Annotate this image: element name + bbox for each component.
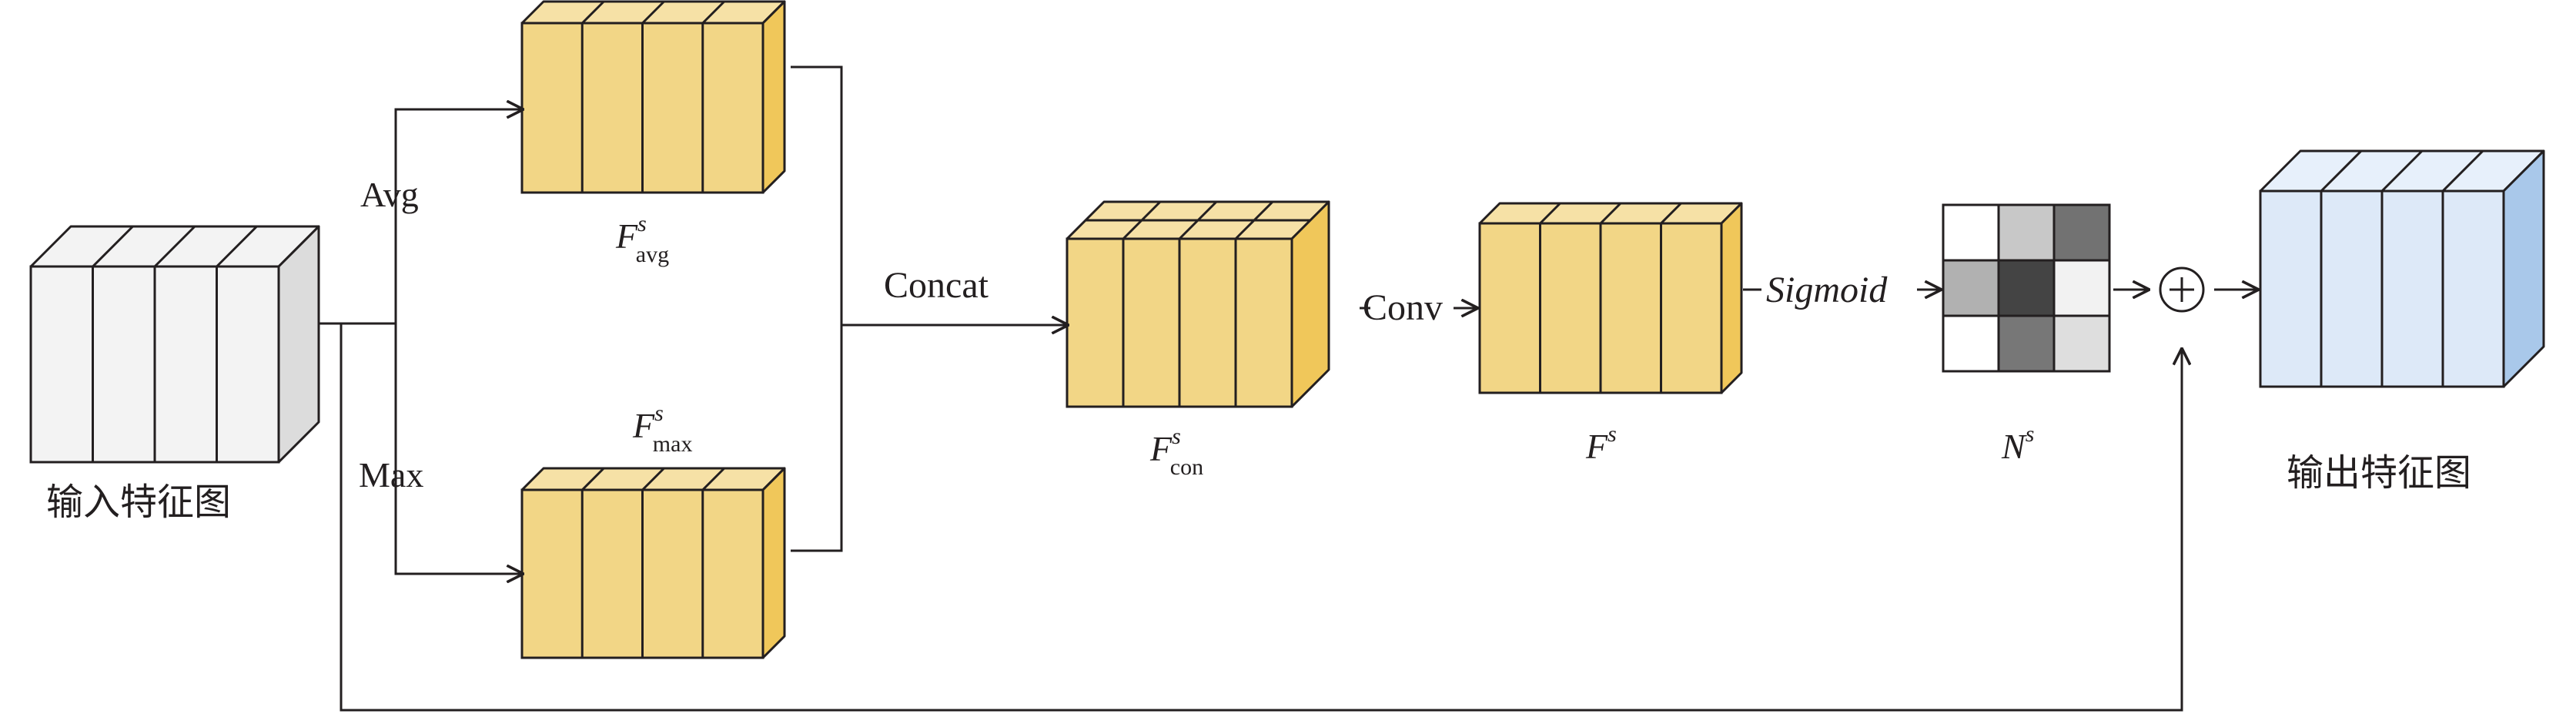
- input-title: 输入特征图: [46, 481, 231, 524]
- block-side-face: [761, 467, 786, 659]
- attention-cell: [1997, 203, 2056, 262]
- attention-cell: [1942, 259, 2000, 317]
- f-s-label: Fs: [1585, 421, 1617, 466]
- attention-cell: [2052, 314, 2111, 373]
- stack-tick: [1299, 220, 1311, 232]
- slice-divider-top: [216, 225, 258, 268]
- stack-tick: [1074, 220, 1086, 232]
- block-side-face: [761, 0, 786, 194]
- attention-cell: [2052, 259, 2111, 317]
- block-side-face: [1290, 200, 1330, 408]
- slice-divider-top: [153, 225, 196, 268]
- input-feature-map: [29, 225, 320, 464]
- max-label: Max: [359, 455, 423, 494]
- concat-label: Concat: [884, 265, 989, 306]
- conv-feature-map: [1478, 202, 1743, 394]
- max-to-concat-line: [791, 325, 843, 552]
- slice-divider-top: [92, 225, 134, 268]
- slice-divider-top: [1539, 202, 1561, 225]
- slice-divider-top: [1660, 202, 1682, 225]
- add-operator: [2159, 266, 2205, 313]
- stack-tick: [1130, 220, 1142, 232]
- avg-branch-arrow: [394, 109, 524, 323]
- slice-divider-top: [701, 467, 725, 491]
- attention-cell: [2052, 203, 2111, 262]
- avg-label: Avg: [360, 175, 419, 214]
- slice-divider-top: [2380, 149, 2424, 193]
- residual-skip-arrow: [340, 323, 2182, 712]
- text-labels: Avg Max Concat Conv Sigmoid 输入特征图 输出特征图 …: [46, 175, 2471, 524]
- output-feature-map: [2259, 149, 2545, 388]
- attention-cell: [1997, 314, 2056, 373]
- slice-divider-top: [2441, 149, 2484, 193]
- slice-divider-top: [641, 0, 665, 25]
- concat-feature-map: [1066, 200, 1330, 408]
- attention-cell: [1942, 203, 2000, 262]
- block-side-face: [2502, 149, 2545, 388]
- slice-divider-top: [581, 0, 605, 25]
- avg-pool-feature-map: [520, 0, 786, 194]
- block-side-face: [1720, 202, 1743, 394]
- attention-cell: [1997, 259, 2056, 317]
- connectors: [319, 65, 2259, 712]
- slice-divider-top: [581, 467, 605, 491]
- sigmoid-label: Sigmoid: [1766, 270, 1888, 310]
- stack-tick: [1186, 220, 1199, 232]
- stack-tick: [1243, 220, 1255, 232]
- attention-map-grid: [1942, 203, 2111, 373]
- max-branch-arrow: [394, 323, 524, 574]
- max-pool-feature-map: [520, 467, 786, 659]
- slice-divider-top: [641, 467, 665, 491]
- attention-cell: [1942, 314, 2000, 373]
- block-side-face: [277, 225, 320, 464]
- slice-divider-top: [2320, 149, 2363, 193]
- slice-divider-top: [1599, 202, 1622, 225]
- output-title: 输出特征图: [2287, 451, 2471, 494]
- conv-label: Conv: [1363, 287, 1443, 328]
- avg-to-concat-line: [791, 65, 843, 325]
- slice-divider-top: [701, 0, 725, 25]
- n-s-label: Ns: [2001, 421, 2034, 466]
